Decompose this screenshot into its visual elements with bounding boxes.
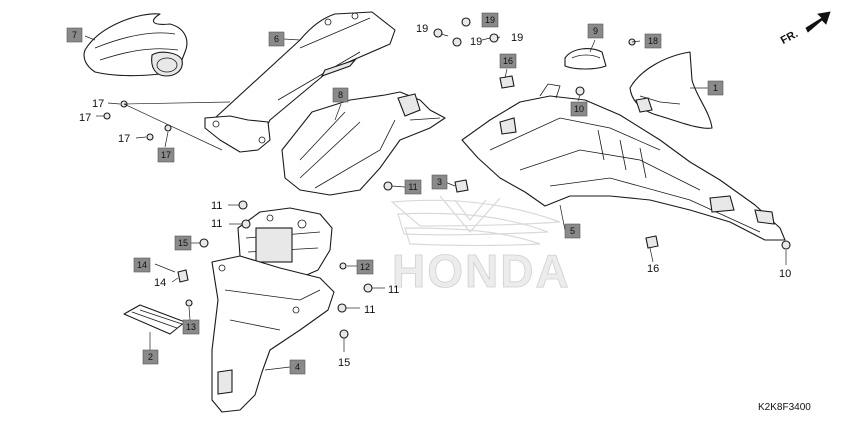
callout-11-c: 11 xyxy=(388,284,399,296)
callout-box-15: 15 xyxy=(174,235,192,251)
part-reflector-drawing xyxy=(123,304,186,335)
callout-16: 16 xyxy=(647,263,659,275)
callout-box-14: 14 xyxy=(133,257,151,273)
callout-box-12: 12 xyxy=(356,259,374,275)
callout-15: 15 xyxy=(338,357,350,369)
diagram-code: K2K8F3400 xyxy=(758,402,811,413)
callout-box-14-text: 14 xyxy=(137,260,147,270)
honda-watermark-text: HONDA xyxy=(392,245,571,297)
callout-box-6-text: 6 xyxy=(274,34,279,44)
callout-box-5-text: 5 xyxy=(570,226,575,236)
part-rear-bracket-drawing xyxy=(204,11,396,153)
callout-box-12-text: 12 xyxy=(360,262,370,272)
callout-box-10: 10 xyxy=(570,101,588,117)
part-clips-drawing xyxy=(454,75,659,249)
part-seat-cowl-drawing xyxy=(83,13,188,77)
callout-box-2: 2 xyxy=(142,349,159,365)
callout-11-b: 11 xyxy=(211,218,222,230)
fasteners-drawing xyxy=(103,17,791,339)
callout-19-c: 19 xyxy=(511,32,523,44)
callout-box-3-text: 3 xyxy=(437,177,442,187)
part-undercover-drawing xyxy=(461,83,786,241)
callout-19-b: 19 xyxy=(470,36,482,48)
callout-box-2-text: 2 xyxy=(148,352,153,362)
front-arrow-icon xyxy=(805,11,831,33)
callout-box-8: 8 xyxy=(332,87,349,103)
callout-box-8-text: 8 xyxy=(338,90,343,100)
callout-box-9: 9 xyxy=(587,23,604,39)
callout-14: 14 xyxy=(154,277,166,289)
front-direction-label: FR. xyxy=(779,28,800,47)
callout-box-17: 17 xyxy=(157,147,175,163)
callout-box-13: 13 xyxy=(182,319,200,335)
honda-wing-watermark: HONDA xyxy=(390,195,571,297)
callout-box-19: 19 xyxy=(481,12,499,28)
leader-lines xyxy=(84,33,787,371)
part-small-bracket-drawing xyxy=(564,48,607,70)
callout-box-16: 16 xyxy=(499,53,517,69)
callout-box-7: 7 xyxy=(66,27,83,43)
callout-box-17-text: 17 xyxy=(161,150,171,160)
callout-box-1: 1 xyxy=(707,80,724,96)
callout-box-18-text: 18 xyxy=(648,36,658,46)
callout-box-7-text: 7 xyxy=(72,30,77,40)
callout-box-18: 18 xyxy=(644,33,662,49)
callout-box-5: 5 xyxy=(564,223,581,239)
callout-box-9-text: 9 xyxy=(593,26,598,36)
callout-17-b: 17 xyxy=(79,112,91,124)
callout-box-1-text: 1 xyxy=(713,83,718,93)
callout-11-d: 11 xyxy=(364,304,375,316)
callout-box-4: 4 xyxy=(289,359,306,375)
callout-box-3: 3 xyxy=(431,174,448,190)
front-direction-indicator: FR. xyxy=(779,11,831,47)
callout-17-a: 17 xyxy=(92,98,104,110)
callout-box-10-text: 10 xyxy=(574,104,584,114)
part-rear-fender-drawing xyxy=(211,255,335,413)
callout-17-c: 17 xyxy=(118,133,130,145)
callout-19-a: 19 xyxy=(416,23,428,35)
callout-box-19-text: 19 xyxy=(485,15,495,25)
callout-box-6: 6 xyxy=(268,31,285,47)
callout-box-16-text: 16 xyxy=(503,56,513,66)
callout-box-11: 11 xyxy=(404,179,422,195)
part-rear-cover-drawing xyxy=(629,51,713,129)
part-inner-fender-drawing xyxy=(281,91,446,196)
callout-10: 10 xyxy=(779,268,791,280)
callout-box-11-text: 11 xyxy=(408,182,417,192)
callout-box-4-text: 4 xyxy=(295,362,300,372)
callout-box-13-text: 13 xyxy=(186,322,196,332)
callout-box-15-text: 15 xyxy=(178,238,188,248)
callout-11-a: 11 xyxy=(211,200,222,212)
